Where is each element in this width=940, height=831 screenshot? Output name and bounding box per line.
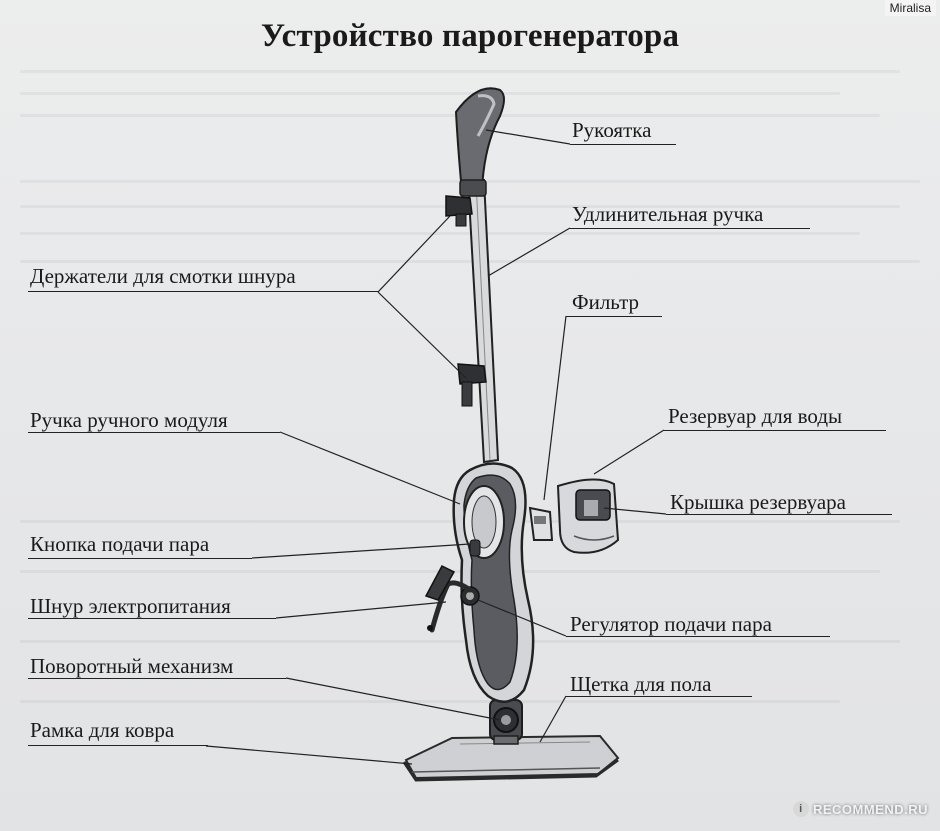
label-water-tank: Резервуар для воды: [668, 404, 843, 428]
label-underline-handle: [570, 144, 676, 145]
label-tank-lid: Крышка резервуара: [670, 490, 846, 514]
label-underline-carpet-frame: [28, 745, 208, 746]
label-underline-filter: [566, 316, 662, 317]
label-floor-brush: Щетка для пола: [570, 672, 712, 696]
label-underline-steam-regulator: [566, 636, 830, 637]
brand-badge-icon: i: [792, 801, 809, 817]
cord-holder-upper: [445, 195, 473, 227]
label-underline-swivel: [28, 678, 286, 679]
handle-grip: [454, 87, 505, 197]
power-cord: [424, 565, 473, 633]
water-tank-part: [556, 478, 620, 554]
label-underline-extension-handle: [570, 228, 810, 229]
label-underline-steam-button: [28, 558, 252, 559]
label-underline-power-cord: [28, 618, 276, 619]
label-swivel: Поворотный механизм: [30, 654, 234, 678]
page-title: Устройство парогенератора: [260, 18, 680, 54]
label-underline-handheld-handle: [28, 432, 280, 433]
label-handheld-handle: Ручка ручного модуля: [30, 408, 228, 432]
swivel-joint: [489, 699, 523, 745]
label-underline-cord-holders: [28, 291, 378, 292]
watermark-brand-text: RECOMMEND.RU: [812, 801, 928, 817]
label-underline-tank-lid: [666, 514, 892, 515]
handheld-module-body: [452, 462, 535, 703]
watermark-brand: i RECOMMEND.RU: [792, 801, 928, 817]
label-handle: Рукоятка: [572, 118, 652, 142]
label-steam-button: Кнопка подачи пара: [30, 532, 210, 556]
label-steam-regulator: Регулятор подачи пара: [570, 612, 772, 636]
label-underline-water-tank: [664, 430, 886, 431]
label-power-cord: Шнур электропитания: [30, 594, 231, 618]
extension-tube: [466, 179, 500, 464]
label-extension-handle: Удлинительная ручка: [572, 202, 764, 226]
floor-brush: [402, 734, 620, 782]
filter-part: [528, 506, 554, 541]
cord-holder-lower: [457, 363, 487, 407]
watermark-username: Miralisa: [884, 0, 936, 16]
leader-lines: [205, 129, 667, 765]
label-carpet-frame: Рамка для ковра: [30, 718, 175, 742]
label-filter: Фильтр: [572, 290, 640, 314]
label-cord-holders: Держатели для смотки шнура: [30, 264, 296, 288]
label-underline-floor-brush: [566, 696, 752, 697]
